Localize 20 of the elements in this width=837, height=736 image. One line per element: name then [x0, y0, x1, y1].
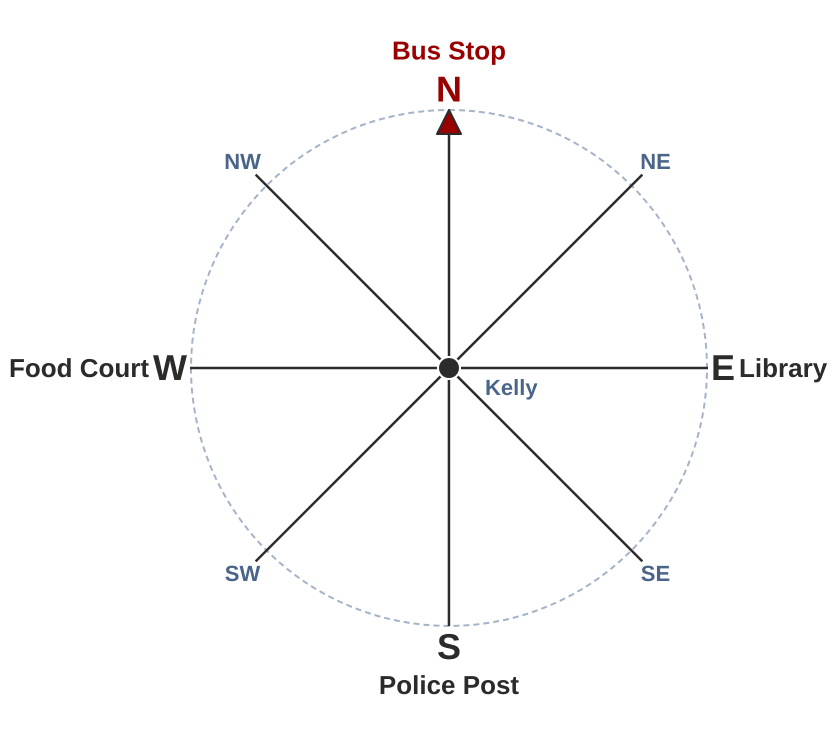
direction-label: W [153, 350, 187, 386]
compass-line [448, 380, 450, 626]
direction-label: SW [224, 563, 260, 586]
place-label: Bus Stop [392, 34, 506, 67]
direction-label: SE [640, 563, 670, 586]
center-label: Kelly [485, 374, 538, 402]
direction-label: NW [224, 150, 261, 173]
place-label: Food Court [8, 352, 150, 384]
compass-line [456, 174, 644, 360]
direction-label: S [436, 629, 461, 665]
compass-line [456, 376, 644, 562]
compass-line [190, 366, 437, 370]
compass-line [461, 366, 708, 370]
place-label: Library [739, 352, 828, 384]
place-label: Police Post [378, 669, 520, 702]
direction-label: NE [640, 150, 671, 173]
direction-label: E [711, 350, 736, 386]
direction-label: N [436, 71, 462, 107]
compass-line [254, 376, 442, 562]
compass-line [254, 174, 442, 360]
